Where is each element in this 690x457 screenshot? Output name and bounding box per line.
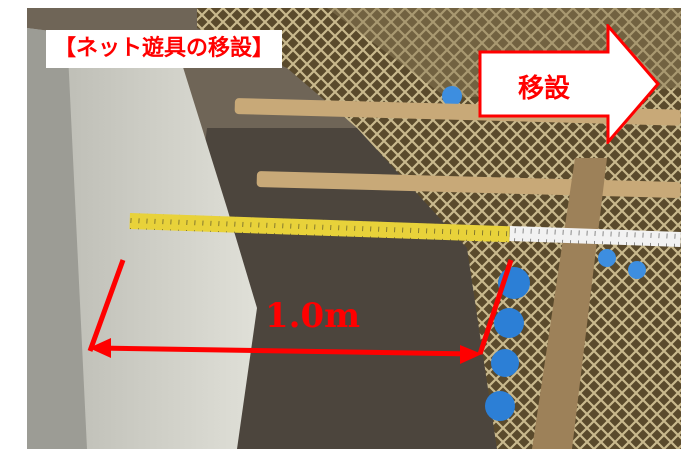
arrowhead-left: [89, 338, 111, 358]
arrow-label-text: 移設: [518, 74, 571, 104]
arrowhead-right: [460, 345, 482, 364]
blue-ball: [598, 249, 616, 267]
blue-ball: [485, 391, 515, 421]
blue-ball: [442, 86, 462, 106]
right-arrow-icon: [478, 21, 660, 147]
measure-label: 1.0m: [265, 296, 361, 336]
measuring-tape: [129, 213, 510, 243]
concrete-wall: [27, 28, 257, 449]
title-label: 【ネット遊具の移設】: [46, 30, 283, 68]
measuring-tape-white: [509, 225, 681, 247]
relocation-arrow: 移設: [478, 21, 688, 147]
measure-right-tick: [477, 259, 514, 355]
measure-left-tick: [87, 259, 126, 352]
wooden-pole: [234, 98, 681, 126]
blue-ball: [628, 261, 646, 279]
blue-ball: [491, 349, 519, 377]
measure-line: [96, 345, 475, 357]
blue-ball: [494, 308, 524, 338]
